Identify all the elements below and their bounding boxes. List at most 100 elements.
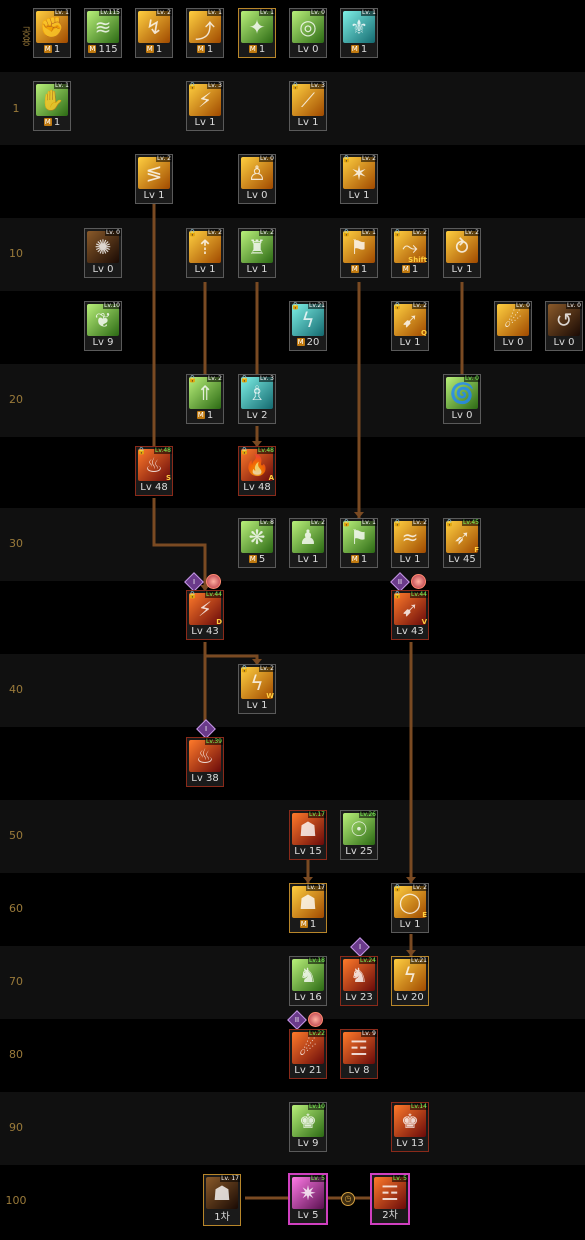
skill-level-badge: Lv. 1 [360,229,377,236]
mastery-icon: M [43,45,52,53]
mastery-icon: M [350,45,359,53]
skill-level-badge: Lv.44 [410,591,428,598]
skill-level-value: 1 [53,44,61,55]
skill-level: Lv 16 [294,992,322,1003]
row-label-100: 100 [5,1194,27,1207]
skill-level: Lv 0 [553,337,575,348]
skill-level: Lv 0 [246,190,268,201]
lock-icon: 🔒 [393,519,402,527]
skill-level-badge: Lv. 3 [309,82,326,89]
row-label-90: 90 [9,1121,23,1134]
lock-icon: 🔒 [188,229,197,237]
lock-icon: 🔒 [342,229,351,237]
lock-icon: 🔒 [342,519,351,527]
skill-level: Lv 1 [399,919,421,930]
shift-dash-icon: ⤳ [394,231,426,263]
skill-level-badge: Lv.21 [410,957,428,964]
gold-strike-icon: ϟ [394,959,426,991]
skill-level-badge: Lv. 0 [463,375,480,382]
skill-level-badge: Lv.48 [154,447,172,454]
skill-level-value: 1 [411,264,419,275]
fireball-icon: ☄ [497,304,529,336]
uppercut-icon: ⇡ [189,231,221,263]
hanja-seal-icon: ☲ [343,1032,375,1064]
swirl-rune-icon [206,574,221,589]
glove-icon: ✋ [36,84,68,116]
skill-level: Lv 8 [348,1065,370,1076]
skill-level-value: 1 [258,44,266,55]
mastery-icon: M [401,265,410,273]
skill-level-badge: Lv. 2 [155,155,172,162]
skill-level: Lv 21 [294,1065,322,1076]
green-aura-icon: ♞ [292,959,324,991]
hanja-awakening-icon: ☲ [374,1177,406,1209]
skill-level-badge: Lv.48 [257,447,275,454]
connector-arrow [252,659,262,665]
row-label-20: 20 [9,393,23,406]
flame-kick-icon: ♨ [138,449,170,481]
mastery-icon: M [145,45,154,53]
skill-level: Lv 5 [297,1210,319,1221]
skill-level-badge: Lv. 1 [53,82,70,89]
skill-level: 1차 [214,1212,230,1223]
brawler-icon: ♟ [292,521,324,553]
